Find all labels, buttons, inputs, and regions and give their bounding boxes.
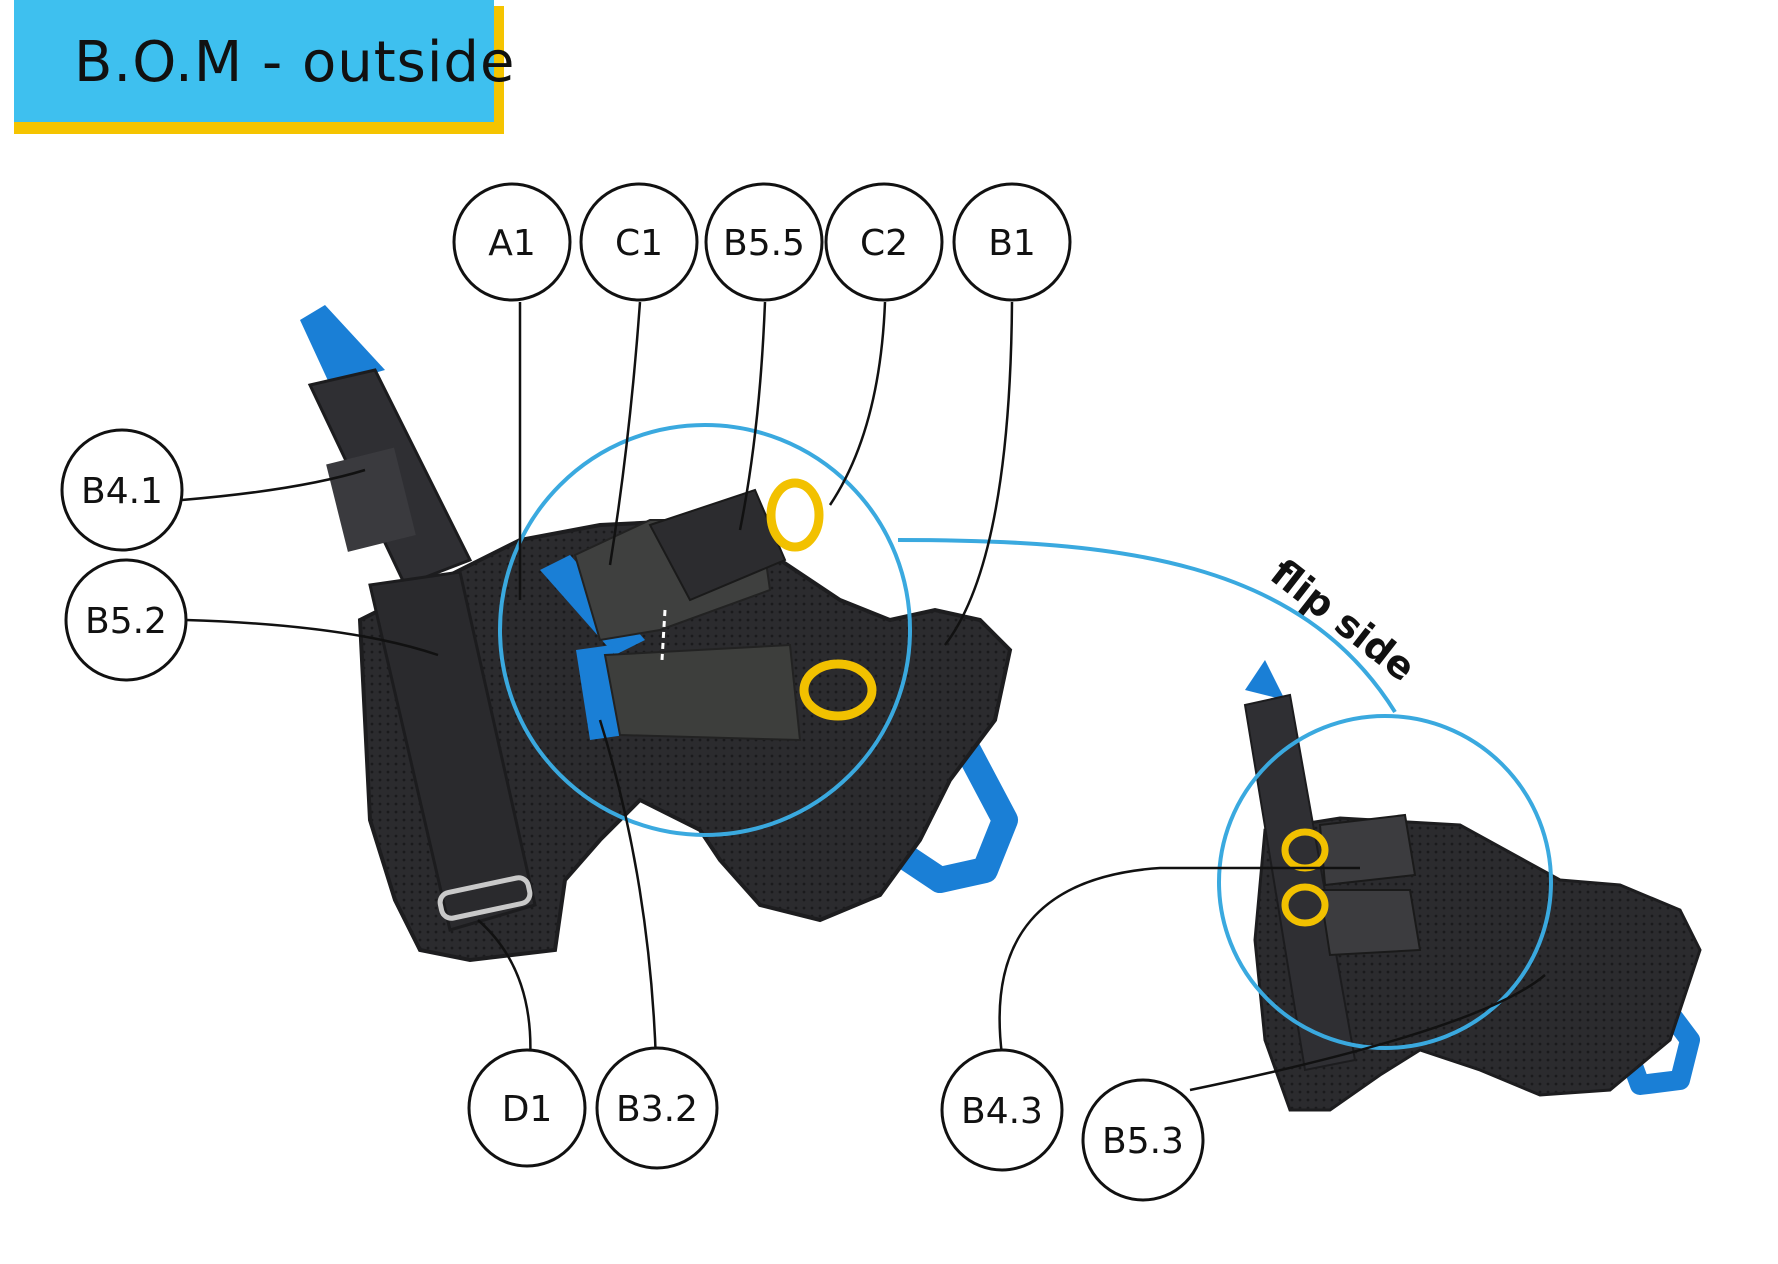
grey-strap-lower [603,643,802,742]
label-D1: D1 [467,1048,587,1168]
flip-cord-loop-lower [1281,883,1329,927]
label-B4.1-text: B4.1 [81,471,163,512]
label-B1-text: B1 [988,223,1036,264]
forearm-strap [368,570,537,932]
label-A1: A1 [452,182,572,302]
cord-loop-lower [799,659,877,721]
label-B4.3: B4.3 [940,1048,1064,1172]
label-C1: C1 [579,182,699,302]
label-B5.5: B5.5 [704,182,824,302]
leader-B1 [944,301,1014,646]
leader-B4.3 [998,866,1360,1056]
highlight-circle-main [498,423,912,837]
leader-B3.2 [598,719,658,1063]
label-B3.2-text: B3.2 [616,1089,698,1130]
label-C2-text: C2 [860,223,908,264]
flip-side-label: flip side [1262,550,1423,689]
main-splint-photo [300,305,1018,963]
label-D1-text: D1 [502,1089,553,1130]
blue-tab-top [300,305,385,385]
cord-loop-upper [766,478,824,552]
leader-B5.2 [185,618,439,657]
leader-C1 [608,301,642,566]
flip-velcro-tab-upper [1318,813,1417,887]
label-B5.3-text: B5.3 [1102,1121,1184,1162]
label-B4.1: B4.1 [60,428,184,552]
leader-B4.1 [181,468,366,502]
leader-D1 [477,919,532,1063]
leader-B5.3 [1189,974,1546,1092]
label-B1: B1 [952,182,1072,302]
dashed-seam [660,609,667,661]
flip-thumb-strap [1243,693,1357,1072]
label-B5.3: B5.3 [1081,1078,1205,1202]
leader-lines [181,301,1546,1092]
highlight-circle-flip [1217,714,1553,1050]
label-B4.3-text: B4.3 [961,1091,1043,1132]
title-banner: B.O.M - outside [14,0,514,134]
flip-blue-tab [1245,660,1285,700]
velcro-tab-upper [648,488,787,602]
label-B3.2: B3.2 [595,1046,719,1170]
flip-splint-photo [1243,660,1702,1112]
label-A1-text: A1 [488,223,536,264]
label-C2: C2 [824,182,944,302]
label-B5.2-text: B5.2 [85,601,167,642]
d-ring-buckle [437,875,533,921]
label-C1-text: C1 [615,223,663,264]
leader-C2 [828,301,887,506]
label-B5.5-text: B5.5 [723,223,805,264]
label-B5.2: B5.2 [64,558,188,682]
title-box [14,0,494,122]
leader-B5.5 [738,301,767,531]
page-title: B.O.M - outside [74,30,516,95]
flip-velcro-tab-lower [1318,889,1422,957]
